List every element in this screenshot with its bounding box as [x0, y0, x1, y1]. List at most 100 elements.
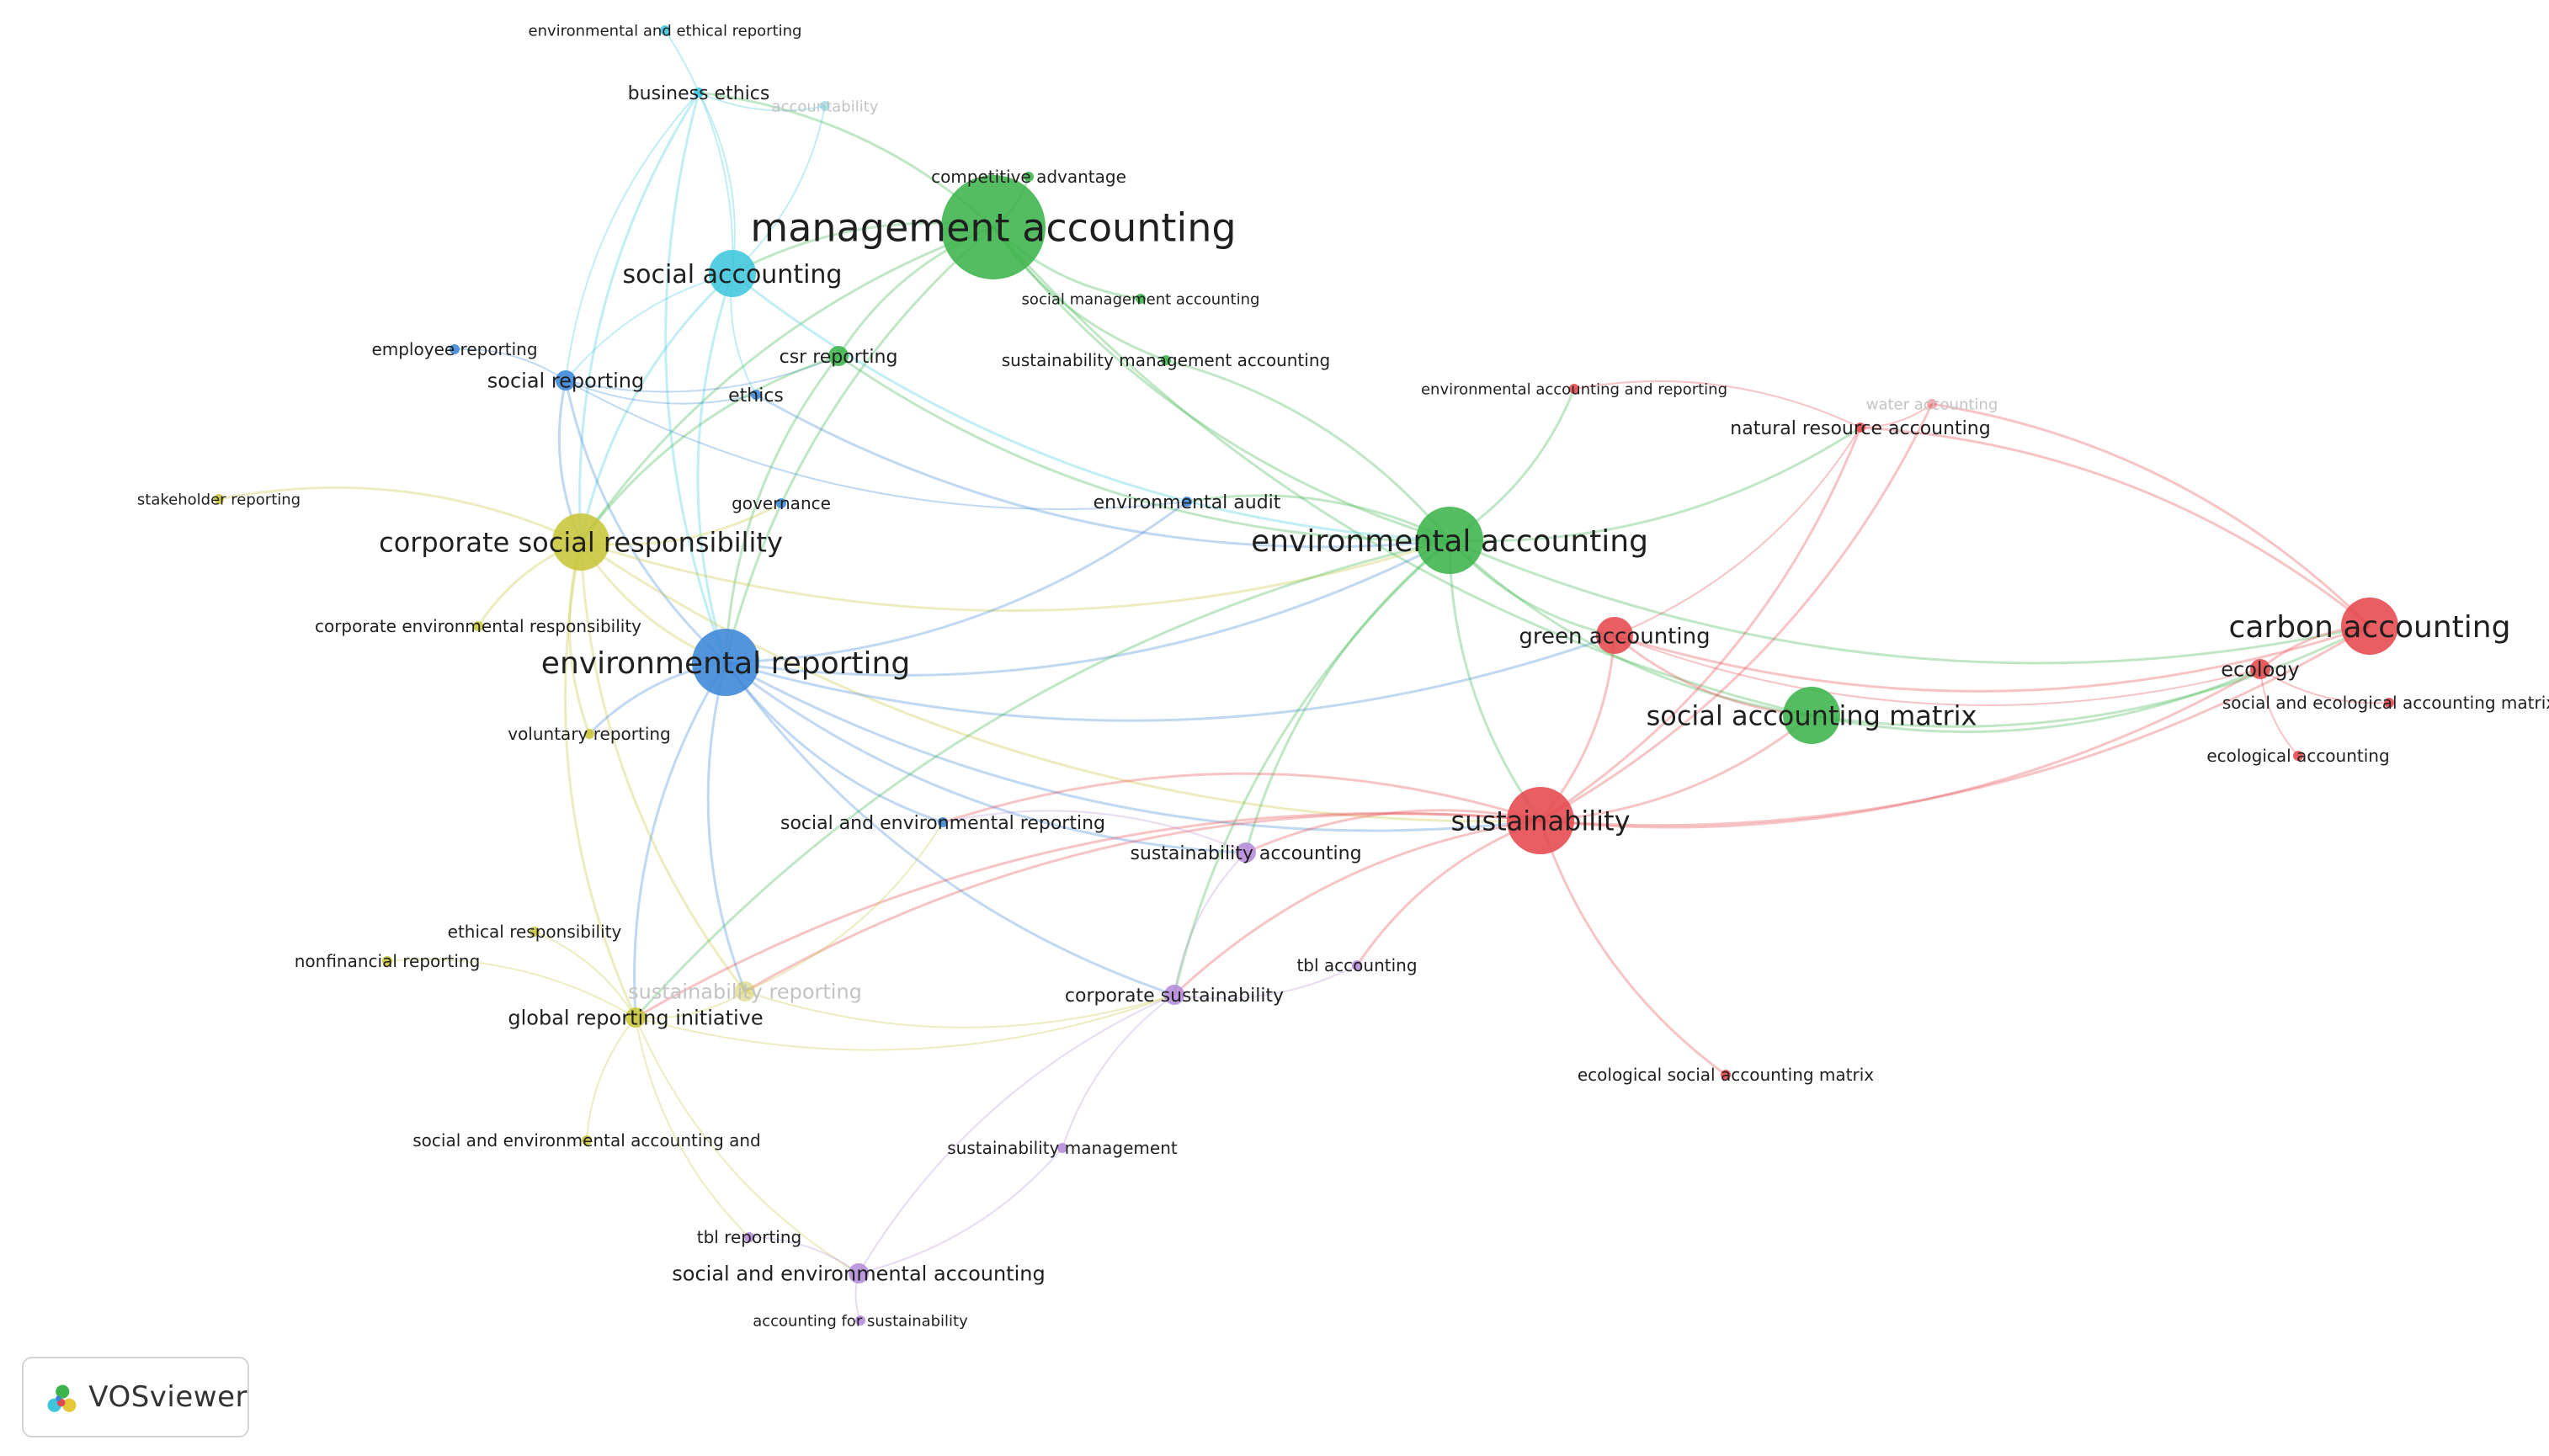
- node-accountability[interactable]: [820, 101, 830, 111]
- node-social-and-ecological-accounting-matrix[interactable]: [2384, 698, 2394, 708]
- label-sustainability-management[interactable]: sustainability management: [947, 1138, 1178, 1158]
- node-ethics[interactable]: [751, 390, 761, 400]
- label-csr-reporting[interactable]: csr reporting: [780, 347, 898, 368]
- label-social-and-environmental-accounting[interactable]: social and environmental accounting: [672, 1262, 1045, 1286]
- link-social-reporting-environmental-audit: [565, 380, 1188, 510]
- node-employee-reporting[interactable]: [450, 344, 460, 354]
- node-ecology[interactable]: [2250, 659, 2270, 679]
- link-sustainability-sustainability-reporting: [744, 812, 1541, 993]
- label-social-and-environmental-reporting[interactable]: social and environmental reporting: [780, 813, 1105, 834]
- link-business-ethics-social-reporting: [565, 92, 700, 381]
- label-carbon-accounting[interactable]: carbon accounting: [2229, 610, 2511, 645]
- node-natural-resource-accounting[interactable]: [1855, 422, 1865, 433]
- label-environmental-audit[interactable]: environmental audit: [1094, 492, 1281, 513]
- label-social-accounting[interactable]: social accounting: [623, 260, 843, 290]
- node-ecological-social-accounting-matrix[interactable]: [1721, 1070, 1731, 1080]
- node-corporate-social-responsibility[interactable]: [552, 513, 609, 571]
- node-social-and-environmental-reporting[interactable]: [938, 817, 948, 827]
- node-nonfinancial-reporting[interactable]: [382, 956, 392, 966]
- label-natural-resource-accounting[interactable]: natural resource accounting: [1730, 418, 1990, 439]
- node-environmental-and-ethical-reporting[interactable]: [660, 25, 670, 35]
- node-water-accounting[interactable]: [1927, 399, 1937, 409]
- label-sustainability-reporting[interactable]: sustainability reporting: [628, 980, 862, 1004]
- label-voluntary-reporting[interactable]: voluntary reporting: [508, 724, 671, 744]
- label-environmental-and-ethical-reporting[interactable]: environmental and ethical reporting: [529, 22, 802, 40]
- label-green-accounting[interactable]: green accounting: [1519, 624, 1710, 649]
- node-csr-reporting[interactable]: [828, 346, 849, 366]
- node-social-accounting-matrix[interactable]: [1783, 687, 1840, 744]
- node-social-reporting[interactable]: [556, 370, 576, 391]
- label-management-accounting[interactable]: management accounting: [750, 205, 1236, 251]
- link-management-accounting-social-accounting-matrix: [992, 226, 1812, 717]
- label-corporate-social-responsibility[interactable]: corporate social responsibility: [379, 527, 783, 559]
- link-sustainability-water-accounting: [1540, 403, 1934, 822]
- label-corporate-environmental-responsibility[interactable]: corporate environmental responsibility: [315, 616, 641, 636]
- node-corporate-sustainability[interactable]: [1164, 985, 1184, 1005]
- node-sustainability-accounting[interactable]: [1236, 842, 1256, 863]
- label-social-management-accounting[interactable]: social management accounting: [1022, 290, 1260, 308]
- node-tbl-accounting[interactable]: [1352, 960, 1362, 970]
- link-layer: [218, 29, 2390, 1321]
- link-csr-reporting-corporate-social-responsibility: [579, 354, 839, 543]
- node-tbl-reporting[interactable]: [744, 1232, 754, 1242]
- node-management-accounting[interactable]: [941, 175, 1046, 279]
- node-sustainability-management-accounting[interactable]: [1161, 355, 1171, 365]
- node-social-accounting[interactable]: [709, 250, 756, 297]
- node-carbon-accounting[interactable]: [2341, 598, 2398, 655]
- label-stakeholder-reporting[interactable]: stakeholder reporting: [137, 491, 301, 508]
- node-governance[interactable]: [776, 498, 786, 508]
- label-social-and-ecological-accounting-matrix[interactable]: social and ecological accounting matrix: [2222, 693, 2549, 713]
- node-environmental-audit[interactable]: [1182, 497, 1192, 507]
- label-business-ethics[interactable]: business ethics: [628, 83, 770, 104]
- label-ecological-social-accounting-matrix[interactable]: ecological social accounting matrix: [1578, 1065, 1874, 1085]
- node-competitive-advantage[interactable]: [1024, 172, 1034, 182]
- link-sustainability-corporate-sustainability: [1173, 819, 1541, 996]
- label-water-accounting[interactable]: water accounting: [1866, 396, 1998, 413]
- node-environmental-reporting[interactable]: [692, 629, 759, 696]
- node-social-management-accounting[interactable]: [1136, 294, 1146, 304]
- link-social-reporting-employee-reporting: [454, 348, 567, 381]
- node-social-and-environmental-accounting[interactable]: [849, 1263, 869, 1283]
- node-corporate-environmental-responsibility[interactable]: [473, 621, 483, 631]
- label-environmental-accounting[interactable]: environmental accounting: [1251, 524, 1648, 559]
- label-corporate-sustainability[interactable]: corporate sustainability: [1065, 986, 1284, 1007]
- node-environmental-accounting-and-reporting[interactable]: [1569, 384, 1579, 394]
- node-ecological-accounting[interactable]: [2293, 751, 2303, 761]
- label-sustainability-management-accounting[interactable]: sustainability management accounting: [1002, 350, 1330, 370]
- label-ethics[interactable]: ethics: [728, 385, 784, 407]
- node-voluntary-reporting[interactable]: [584, 729, 594, 739]
- node-stakeholder-reporting[interactable]: [214, 494, 224, 504]
- label-accountability[interactable]: accountability: [772, 98, 879, 115]
- node-accounting-for-sustainability[interactable]: [855, 1315, 865, 1326]
- label-ethical-responsibility[interactable]: ethical responsibility: [448, 922, 622, 942]
- link-sustainability-sustainability-accounting: [1245, 809, 1541, 854]
- node-sustainability-management[interactable]: [1057, 1143, 1067, 1153]
- label-environmental-accounting-and-reporting[interactable]: environmental accounting and reporting: [1421, 380, 1727, 398]
- label-ecology[interactable]: ecology: [2221, 658, 2299, 682]
- label-tbl-reporting[interactable]: tbl reporting: [697, 1227, 801, 1247]
- node-ethical-responsibility[interactable]: [529, 927, 540, 937]
- label-ecological-accounting[interactable]: ecological accounting: [2206, 746, 2389, 766]
- label-competitive-advantage[interactable]: competitive advantage: [931, 167, 1126, 187]
- label-sustainability[interactable]: sustainability: [1450, 805, 1630, 837]
- label-accounting-for-sustainability[interactable]: accounting for sustainability: [753, 1312, 968, 1330]
- label-employee-reporting[interactable]: employee reporting: [371, 339, 537, 359]
- link-environmental-accounting-global-reporting-initiative: [634, 539, 1450, 1019]
- label-tbl-accounting[interactable]: tbl accounting: [1296, 955, 1417, 975]
- label-social-accounting-matrix[interactable]: social accounting matrix: [1647, 700, 1977, 732]
- label-governance[interactable]: governance: [732, 493, 831, 513]
- label-social-reporting[interactable]: social reporting: [487, 369, 644, 393]
- label-sustainability-accounting[interactable]: sustainability accounting: [1130, 843, 1361, 864]
- node-social-and-environmental-accounting-and[interactable]: [582, 1135, 592, 1145]
- label-nonfinancial-reporting[interactable]: nonfinancial reporting: [295, 951, 481, 971]
- node-environmental-accounting[interactable]: [1416, 507, 1483, 574]
- node-sustainability-reporting[interactable]: [735, 981, 755, 1002]
- node-green-accounting[interactable]: [1596, 617, 1633, 654]
- label-global-reporting-initiative[interactable]: global reporting initiative: [508, 1007, 763, 1030]
- label-environmental-reporting[interactable]: environmental reporting: [541, 646, 910, 681]
- label-social-and-environmental-accounting-and[interactable]: social and environmental accounting and: [412, 1130, 761, 1150]
- node-business-ethics[interactable]: [694, 88, 704, 98]
- node-sustainability[interactable]: [1507, 787, 1574, 854]
- node-global-reporting-initiative[interactable]: [625, 1007, 646, 1028]
